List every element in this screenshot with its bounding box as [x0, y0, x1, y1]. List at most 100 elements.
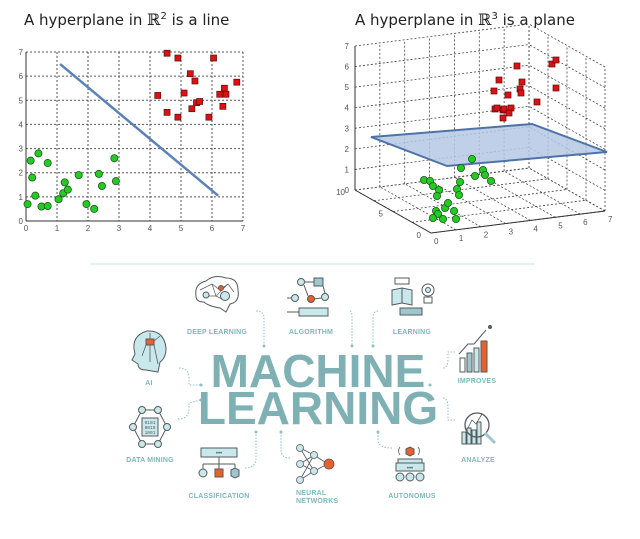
red-point — [513, 62, 521, 70]
svg-text:•••: ••• — [216, 451, 222, 457]
x-tick-label: 0 — [24, 224, 29, 233]
label-data-mining: DATA MINING — [126, 457, 174, 464]
green-point — [82, 200, 91, 209]
title-exponent: 3 — [491, 11, 498, 22]
x-tick-label: 0 — [434, 237, 439, 246]
green-point — [454, 190, 463, 199]
x-tick-label: 6 — [583, 218, 588, 227]
x-tick-label: 1 — [55, 224, 60, 233]
hyperplane-plane — [370, 122, 608, 168]
z-tick-label: 6 — [345, 63, 350, 72]
red-point — [552, 56, 560, 64]
neural-network-icon — [296, 444, 335, 484]
grid — [26, 51, 244, 221]
green-point — [43, 202, 52, 211]
green-point — [60, 178, 69, 187]
z-tick-label: 1 — [345, 165, 350, 174]
green-point — [443, 198, 452, 207]
autonomous-robot-icon: ••• — [395, 446, 425, 482]
svg-text:0010: 0010 — [145, 425, 156, 431]
red-point — [233, 78, 241, 86]
x-tick-label: 4 — [148, 224, 153, 233]
green-point — [456, 163, 465, 172]
green-point — [90, 204, 99, 213]
infographic-title-line2: LEARNING — [198, 382, 438, 434]
robot-head-icon — [131, 330, 167, 373]
green-point — [451, 214, 460, 223]
red-point — [154, 92, 162, 99]
brain-network-icon — [195, 276, 239, 313]
y-tick-label: 3 — [19, 145, 24, 154]
x-tick-label: 2 — [86, 224, 91, 233]
z-tick-label: 0 — [345, 186, 350, 195]
dotted-connectors — [177, 310, 455, 469]
y-tick-label: 5 — [19, 96, 24, 105]
x-tick-label: 5 — [558, 221, 563, 230]
red-point — [548, 60, 556, 68]
green-point — [486, 176, 495, 185]
label-ai: AI — [145, 380, 152, 387]
red-point — [518, 78, 526, 86]
y-tick-label: 10 — [336, 188, 345, 197]
y-tick-label: 0 — [19, 217, 24, 226]
title-prefix: A hyperplane in — [24, 11, 148, 29]
red-point — [219, 102, 227, 110]
magnifier-chart-icon — [461, 412, 497, 445]
title-suffix: is a line — [166, 11, 230, 29]
red-point — [552, 84, 560, 92]
left-chart-title: A hyperplane in ℝ2 is a line — [24, 10, 229, 29]
title-prefix: A hyperplane in — [355, 11, 479, 29]
green-point — [43, 159, 52, 168]
green-point — [428, 181, 437, 190]
red-point — [504, 91, 512, 99]
label-neural: NEURAL — [296, 490, 327, 497]
red-point — [222, 90, 230, 98]
green-point — [449, 206, 458, 215]
flowchart-icon — [287, 277, 329, 317]
green-point — [28, 173, 37, 182]
binary-hexagon-icon: 0101 0010 1001 — [129, 406, 171, 448]
red-point — [191, 77, 199, 85]
label-improves: IMPROVES — [458, 378, 497, 385]
z-tick-label: 2 — [345, 145, 350, 154]
label-autonomus: AUTONOMUS — [388, 493, 436, 500]
red-point — [499, 114, 507, 122]
red-point — [493, 104, 501, 112]
red-point — [174, 54, 182, 62]
red-point — [186, 70, 194, 78]
y-tick-label: 1 — [19, 193, 24, 202]
red-point — [505, 109, 513, 117]
x-tick-label: 6 — [210, 224, 215, 233]
label-deep-learning: DEEP LEARNING — [187, 329, 247, 336]
green-point — [432, 191, 441, 200]
label-analyze: ANALYZE — [461, 457, 495, 464]
x-tick-label: 1 — [459, 234, 464, 243]
label-classification: CLASSIFICATION — [188, 493, 249, 500]
green-point — [111, 177, 120, 186]
right-chart-title: A hyperplane in ℝ3 is a plane — [355, 10, 575, 29]
growth-chart-icon — [458, 325, 492, 373]
green-point — [480, 170, 489, 179]
green-point — [467, 154, 476, 163]
x-tick-label: 2 — [484, 231, 489, 240]
x-tick-label: 5 — [179, 224, 184, 233]
green-point — [94, 169, 103, 178]
x-tick-label: 3 — [509, 228, 514, 237]
y-tick-label: 2 — [19, 169, 24, 178]
red-point — [188, 105, 196, 113]
green-point — [54, 195, 63, 204]
connector-dots — [199, 344, 432, 434]
red-point — [174, 113, 182, 121]
green-point — [97, 181, 106, 190]
svg-text:•••: ••• — [407, 466, 413, 472]
z-tick-label: 3 — [345, 124, 350, 133]
label-algorithm: ALGORITHM — [289, 329, 333, 336]
title-exponent: 2 — [160, 11, 167, 22]
title-space-symbol: ℝ — [478, 10, 492, 29]
y-tick-label: 4 — [19, 120, 24, 129]
y-tick-label: 7 — [19, 48, 24, 57]
z-tick-label: 4 — [345, 104, 350, 113]
z-tick-label: 5 — [345, 83, 350, 92]
